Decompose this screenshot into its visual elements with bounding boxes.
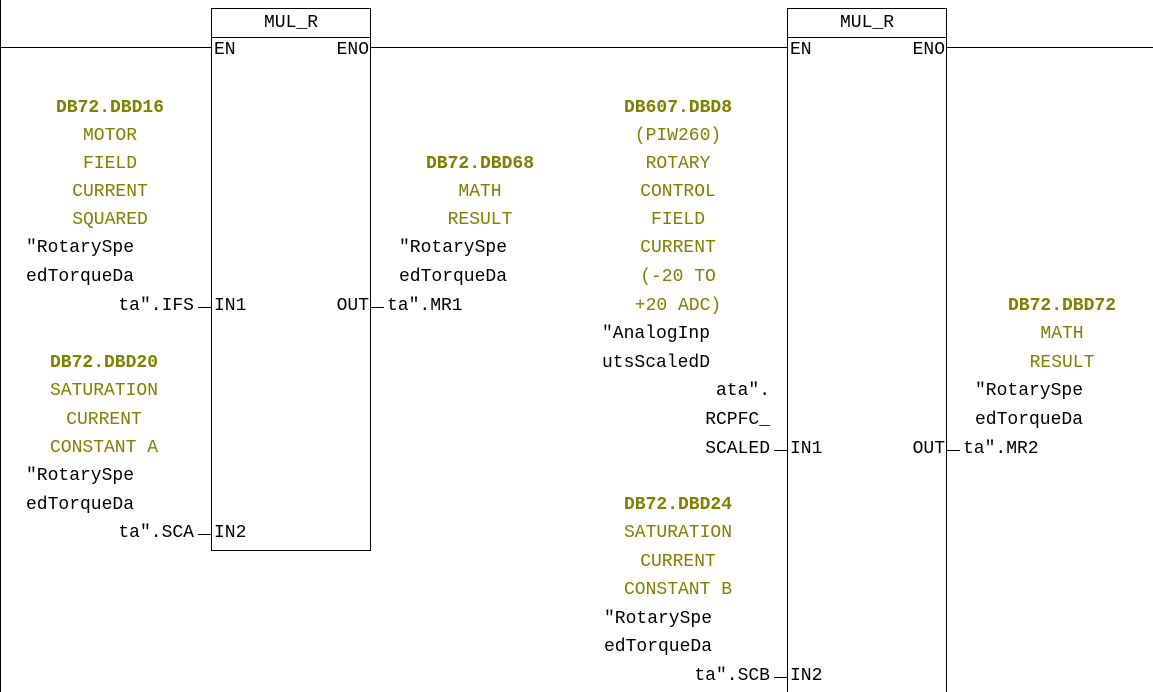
mul-r-block-2[interactable] [787,8,947,692]
b2-in1-comment-3: CONTROL [640,182,716,202]
b2-in1-comment-7: +20 ADC) [634,296,722,316]
block-1-out-wire [371,307,384,308]
b1-in1-address: DB72.DBD16 [55,98,165,118]
left-power-rail [0,0,1,692]
b2-out-symbol-1[interactable]: "RotarySpe [975,381,1084,401]
block-1-en-pin[interactable]: EN [214,40,236,60]
block-1-title-separator [211,37,371,38]
block-1-in1-pin[interactable]: IN1 [214,296,247,316]
b1-out-symbol-2[interactable]: edTorqueDa [399,267,508,287]
b2-out-address: DB72.DBD72 [1007,296,1117,316]
block-1-in2-pin[interactable]: IN2 [214,523,247,543]
b1-in1-symbol-1[interactable]: "RotarySpe [26,238,135,258]
b2-in1-symbol-1[interactable]: "AnalogInp [602,324,711,344]
b2-in1-comment-6: (-20 TO [640,267,716,287]
b1-in1-symbol-3[interactable]: ta".IFS [118,296,194,316]
b2-in1-comment-2: ROTARY [645,154,711,174]
b2-in2-comment-3: CONSTANT B [623,580,733,600]
block-1-in2-wire [198,534,211,535]
b1-in2-comment-1: SATURATION [49,381,159,401]
b2-in2-symbol-3[interactable]: ta".SCB [694,666,770,686]
block-2-in2-pin[interactable]: IN2 [790,666,823,686]
b2-in2-symbol-2[interactable]: edTorqueDa [604,637,713,657]
b2-in1-comment-1: (PIW260) [634,126,722,146]
b2-in2-symbol-1[interactable]: "RotarySpe [604,609,713,629]
b1-in1-comment-2: FIELD [82,154,137,174]
block-2-title-separator [787,37,947,38]
block-2-title: MUL_R [839,13,894,33]
b2-out-symbol-2[interactable]: edTorqueDa [975,410,1084,430]
rung-line-left [0,47,212,48]
b2-in1-address: DB607.DBD8 [623,98,733,118]
block-1-eno-pin[interactable]: ENO [336,40,369,60]
rung-line-middle [370,47,788,48]
block-2-in1-wire [774,450,787,451]
b2-in2-address: DB72.DBD24 [623,495,733,515]
block-2-en-pin[interactable]: EN [790,40,812,60]
b1-in1-comment-3: CURRENT [72,182,148,202]
b1-out-symbol-1[interactable]: "RotarySpe [399,238,508,258]
b1-in2-symbol-1[interactable]: "RotarySpe [26,466,135,486]
b2-in1-comment-4: FIELD [650,210,705,230]
b1-out-symbol-3[interactable]: ta".MR1 [387,296,463,316]
b2-out-comment-2: RESULT [1029,353,1095,373]
block-1-in1-wire [198,307,211,308]
b2-in1-symbol-3[interactable]: ata". [715,381,770,401]
b2-in1-comment-5: CURRENT [640,238,716,258]
b1-in1-comment-1: MOTOR [82,126,137,146]
mul-r-block-1[interactable] [211,8,371,551]
b2-in1-symbol-5[interactable]: SCALED [705,439,770,459]
block-2-out-wire [947,450,960,451]
b1-out-comment-1: MATH [458,182,502,202]
b1-out-comment-2: RESULT [447,210,513,230]
b1-in2-symbol-2[interactable]: edTorqueDa [26,495,135,515]
block-2-in2-wire [774,677,787,678]
b1-in1-comment-4: SQUARED [72,210,148,230]
b2-in1-symbol-4[interactable]: RCPFC_ [705,410,770,430]
block-2-in1-pin[interactable]: IN1 [790,439,823,459]
block-1-out-pin[interactable]: OUT [336,296,369,316]
b1-in2-comment-2: CURRENT [66,410,142,430]
block-2-eno-pin[interactable]: ENO [912,40,945,60]
block-1-title: MUL_R [263,13,318,33]
b2-in1-symbol-2[interactable]: utsScaledD [602,353,711,373]
b1-in2-comment-3: CONSTANT A [49,438,159,458]
b1-out-address: DB72.DBD68 [425,154,535,174]
b1-in2-symbol-3[interactable]: ta".SCA [118,523,194,543]
b1-in2-address: DB72.DBD20 [49,353,159,373]
b1-in1-symbol-2[interactable]: edTorqueDa [26,267,135,287]
block-2-out-pin[interactable]: OUT [912,439,945,459]
b2-out-symbol-3[interactable]: ta".MR2 [963,439,1039,459]
b2-in2-comment-2: CURRENT [640,552,716,572]
b2-in2-comment-1: SATURATION [623,523,733,543]
rung-line-right [946,47,1153,48]
b2-out-comment-1: MATH [1040,324,1084,344]
